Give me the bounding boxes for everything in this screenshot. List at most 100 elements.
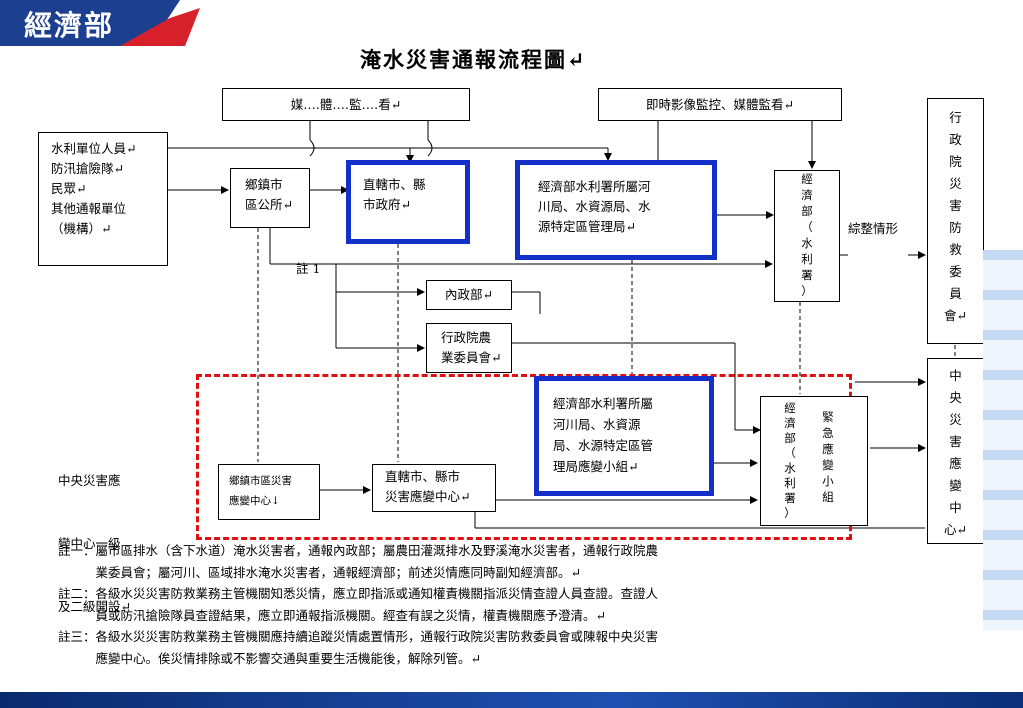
moi-box: 內政部↵ bbox=[426, 280, 512, 310]
moea-emerg-char: 應 bbox=[822, 442, 834, 456]
wra-line: 源特定區管理局↵ bbox=[538, 219, 636, 234]
ey-char: 院 bbox=[949, 154, 962, 169]
ey-char: 救 bbox=[949, 242, 962, 257]
moea-emerg-char: 利 bbox=[784, 476, 796, 490]
reporter-line: 防汛搶險隊↵ bbox=[51, 161, 124, 176]
coa-line: 業委員會↵ bbox=[441, 350, 502, 365]
moea-char: 利 bbox=[801, 252, 813, 266]
moea-char: 濟 bbox=[801, 188, 813, 202]
city-emergency-center-box: 直轄市、縣市 災害應變中心↵ bbox=[372, 464, 496, 512]
wra-line: 經濟部水利署所屬河 bbox=[538, 179, 651, 194]
moea-emerg-char: ） bbox=[784, 506, 796, 520]
summary-label: 綜整情形 bbox=[848, 221, 899, 236]
moea-char: 水 bbox=[801, 236, 813, 250]
moea-emerg-left-column: 經 濟 部 （ 水 利 署 ） bbox=[779, 401, 801, 521]
city-line: 直轄市、縣 bbox=[363, 177, 426, 192]
moea-emerg-char: 急 bbox=[822, 426, 834, 440]
ey-char: 委 bbox=[949, 264, 962, 279]
central-label-line: 中央災害應 bbox=[58, 473, 121, 488]
moea-char: （ bbox=[801, 220, 813, 234]
footer-bar bbox=[0, 692, 1023, 708]
ey-char: 員 bbox=[949, 286, 962, 301]
header-banner: 經濟部 bbox=[0, 0, 1023, 46]
moea-wra-box: 經 濟 部 （ 水 利 署 ） bbox=[774, 170, 840, 302]
realtime-monitoring-box: 即時影像監控、媒體監看↵ bbox=[598, 88, 842, 121]
note-line: 應變中心。俟災情排除或不影響交通與重要生活機能後，解除列管。↵ bbox=[58, 650, 481, 666]
coa-line: 行政院農 bbox=[441, 330, 492, 345]
wra-emerg-line: 經濟部水利署所屬 bbox=[553, 396, 654, 411]
central-center-char: 害 bbox=[949, 434, 962, 449]
central-center-char: 中 bbox=[949, 368, 962, 383]
city-emerg-line: 災害應變中心↵ bbox=[385, 489, 471, 504]
logo-text: 經濟部 bbox=[24, 9, 115, 42]
central-center-char: 心↵ bbox=[944, 522, 967, 537]
moea-emerg-char: 緊 bbox=[822, 410, 834, 424]
central-emergency-center-box: 中 央 災 害 應 變 中 心↵ bbox=[927, 358, 984, 544]
central-center-char: 中 bbox=[949, 500, 962, 515]
township-emerg-line: 鄉鎮市區災害 bbox=[229, 475, 292, 487]
reporter-line: 水利單位人員↵ bbox=[51, 141, 137, 156]
header-background bbox=[0, 0, 200, 46]
moea-emergency-team-box: 經 濟 部 （ 水 利 署 ） 緊 急 應 變 小 組 bbox=[760, 396, 868, 526]
flag-icon bbox=[120, 8, 200, 46]
township-line: 鄉鎮市 bbox=[245, 177, 283, 192]
central-center-char: 應 bbox=[949, 456, 962, 471]
township-line: 區公所↵ bbox=[245, 197, 293, 212]
wra-emerg-line: 河川局、水資源 bbox=[553, 417, 641, 432]
moea-emerg-char: 組 bbox=[822, 490, 834, 504]
reporter-line: 民眾↵ bbox=[51, 181, 87, 196]
ey-char: 政 bbox=[949, 132, 962, 147]
note-line: 業委員會；屬河川、區域排水淹水災害者，通報經濟部；前述災情應同時副知經濟部。↵ bbox=[58, 564, 581, 580]
wra-river-bureau-box: 經濟部水利署所屬河 川局、水資源局、水 源特定區管理局↵ bbox=[515, 160, 717, 260]
city-line: 市政府↵ bbox=[363, 197, 411, 212]
moea-char: 署 bbox=[801, 268, 813, 282]
township-emerg-line: 應變中心↓ bbox=[229, 495, 280, 507]
city-emerg-line: 直轄市、縣市 bbox=[385, 469, 461, 484]
central-center-char: 央 bbox=[949, 390, 962, 405]
township-emergency-center-box: 鄉鎮市區災害 應變中心↓ bbox=[218, 464, 320, 520]
moea-emerg-char: 小 bbox=[822, 474, 834, 488]
media-monitoring-label: 媒‥‥體‥‥監‥‥看↵ bbox=[290, 97, 402, 112]
reporters-box: 水利單位人員↵ 防汛搶險隊↵ 民眾↵ 其他通報單位 （機構）↵ bbox=[38, 132, 168, 266]
ey-char: 害 bbox=[949, 198, 962, 213]
note-line: 註一：屬市區排水（含下水道）淹水災害者，通報內政部；屬農田灌溉排水及野溪淹水災害… bbox=[58, 543, 659, 558]
notes-section: 註一：屬市區排水（含下水道）淹水災害者，通報內政部；屬農田灌溉排水及野溪淹水災害… bbox=[58, 540, 938, 669]
moea-emerg-char: 經 bbox=[784, 401, 796, 415]
media-monitoring-box: 媒‥‥體‥‥監‥‥看↵ bbox=[222, 88, 470, 121]
moea-emerg-char: 水 bbox=[784, 461, 796, 475]
moea-emerg-char: 變 bbox=[822, 458, 834, 472]
note-line: 註三：各級水災災害防救業務主管機關應持續追蹤災情處置情形，通報行政院災害防救委員… bbox=[58, 629, 659, 644]
moea-char: 經 bbox=[801, 172, 813, 186]
ey-disaster-committee-box: 行 政 院 災 害 防 救 委 員 會↵ bbox=[927, 98, 984, 344]
central-label-line: 及二級開設↵ bbox=[58, 599, 131, 614]
ey-char: 行 bbox=[949, 110, 962, 125]
note-line: 註二：各級水災災害防救業務主管機關知悉災情，應立即指派或通知權責機關指派災情查證… bbox=[58, 586, 659, 601]
central-label-line: 變中心一級 bbox=[58, 536, 121, 551]
central-center-char: 災 bbox=[949, 412, 962, 427]
reporter-line: （機構）↵ bbox=[51, 221, 112, 236]
ey-char: 災 bbox=[949, 176, 962, 191]
central-activation-label: 中央災害應 變中心一級 及二級開設↵ bbox=[58, 428, 131, 638]
central-center-char: 變 bbox=[949, 478, 962, 493]
moea-char: 部 bbox=[801, 204, 813, 218]
township-office-box: 鄉鎮市 區公所↵ bbox=[230, 168, 310, 228]
moea-emerg-char: 署 bbox=[784, 491, 796, 505]
reporter-line: 其他通報單位 bbox=[51, 201, 127, 216]
moea-emerg-char: 部 bbox=[784, 431, 796, 445]
moea-emerg-char: （ bbox=[784, 446, 796, 460]
wra-line: 川局、水資源局、水 bbox=[538, 199, 651, 214]
moea-char: ） bbox=[801, 284, 813, 298]
note-1-label: 註 1 bbox=[296, 261, 321, 276]
moea-emerg-right-column: 緊 急 應 變 小 組 bbox=[817, 409, 839, 505]
ey-char: 會↵ bbox=[944, 308, 967, 323]
coa-box: 行政院農 業委員會↵ bbox=[426, 323, 512, 373]
note-line: 員或防汛搶險隊員查證結果，應立即通報指派機關。經查有誤之災情，權責機關應予澄清。… bbox=[58, 607, 606, 623]
moi-label: 內政部↵ bbox=[445, 287, 493, 302]
city-government-box: 直轄市、縣 市政府↵ bbox=[346, 160, 470, 244]
page-title: 淹水災害通報流程圖↵ bbox=[360, 47, 587, 72]
wra-emergency-team-box: 經濟部水利署所屬 河川局、水資源 局、水源特定區管 理局應變小組↵ bbox=[534, 376, 714, 496]
decorative-stripes bbox=[983, 250, 1023, 630]
wra-emerg-line: 理局應變小組↵ bbox=[553, 459, 639, 474]
realtime-monitoring-label: 即時影像監控、媒體監看↵ bbox=[646, 97, 794, 112]
